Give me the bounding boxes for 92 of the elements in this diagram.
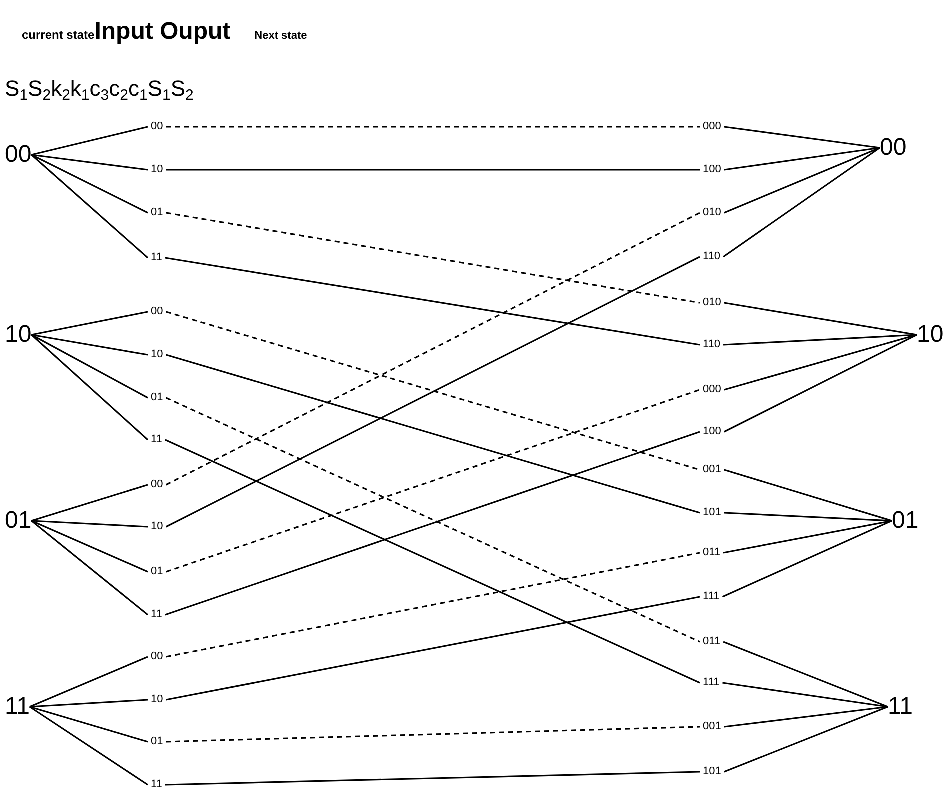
input-label: 10 [148,522,166,532]
connector [31,520,148,616]
connector [32,520,148,528]
connector [724,512,892,522]
next-state-label: 11 [888,695,913,719]
connector [29,706,148,786]
connector [166,596,700,701]
output-label: 110 [700,252,724,262]
connector [723,520,892,554]
connector [724,302,918,336]
column-heading: current state [22,28,95,42]
connector [165,439,700,684]
connector [724,334,918,391]
output-label: 101 [700,508,724,518]
connector [31,484,148,522]
connector [724,706,888,773]
connector [31,334,149,441]
connector [32,154,148,171]
dashed-connector [166,212,700,486]
connector [165,771,700,786]
output-label: 111 [700,678,723,688]
connector [722,520,892,598]
output-label: 011 [700,636,724,648]
output-label: 000 [700,384,724,396]
dashed-connector [166,126,700,128]
connector [724,147,880,171]
output-label: 010 [700,208,724,218]
connector [722,682,888,708]
current-state-label: 01 [5,509,32,533]
connector [31,520,148,573]
connector [30,656,148,708]
connector [32,126,148,156]
output-label: 101 [700,766,724,778]
dashed-connector [166,311,700,471]
output-label: 010 [700,298,724,308]
connector [30,699,148,708]
connector [166,256,700,528]
output-label: 001 [700,722,724,732]
input-label: 01 [148,208,166,218]
connector [724,334,918,433]
connector [31,154,149,259]
column-heading: Input Ouput [94,18,231,46]
dashed-connector [166,552,700,658]
dashed-connector [166,726,700,743]
next-state-label: 01 [892,509,919,533]
output-label: 100 [700,164,724,176]
input-label: 11 [148,434,166,446]
input-label: 11 [148,610,166,620]
connector [32,334,148,356]
connector [166,354,700,514]
connector [165,257,700,346]
output-label: 110 [700,340,724,350]
output-label: 111 [700,592,723,602]
output-label: 001 [700,464,724,476]
current-state-label: 10 [5,323,32,347]
output-label: 100 [700,426,724,438]
connector [724,334,918,346]
input-label: 00 [148,122,166,132]
dashed-connector [166,212,700,304]
connector [723,147,880,258]
connector [724,469,892,522]
connector [724,706,888,728]
connector [32,311,148,336]
input-label: 10 [148,164,166,176]
input-label: 00 [148,480,166,490]
next-state-label: 10 [917,323,944,347]
dashed-connector [166,397,700,643]
output-label: 011 [700,548,724,558]
current-state-label: 00 [5,143,32,167]
connector [31,154,148,214]
dashed-connector [166,389,700,573]
input-label: 01 [148,736,166,748]
connector [723,641,888,708]
input-label: 01 [148,392,166,404]
connector [31,334,148,399]
bit-order-label: S$_{1}$S$_{2}$k$_{2}$k$_{1}$c$_{3}$c$_{2}$c$_{1}$S$_{1}$S$_{2}$ [5,76,194,102]
column-heading: Next state [254,30,308,42]
connector [724,126,880,149]
input-label: 00 [148,306,166,318]
connector [30,706,148,743]
input-label: 11 [148,252,166,264]
input-label: 01 [148,566,166,578]
input-label: 10 [148,694,166,706]
connector [724,147,880,214]
input-label: 11 [148,780,166,790]
current-state-label: 11 [5,695,30,719]
input-label: 00 [148,652,166,662]
next-state-label: 00 [880,136,907,160]
input-label: 10 [148,350,166,360]
output-label: 000 [700,122,724,132]
connector [166,169,700,171]
connector [165,431,700,616]
